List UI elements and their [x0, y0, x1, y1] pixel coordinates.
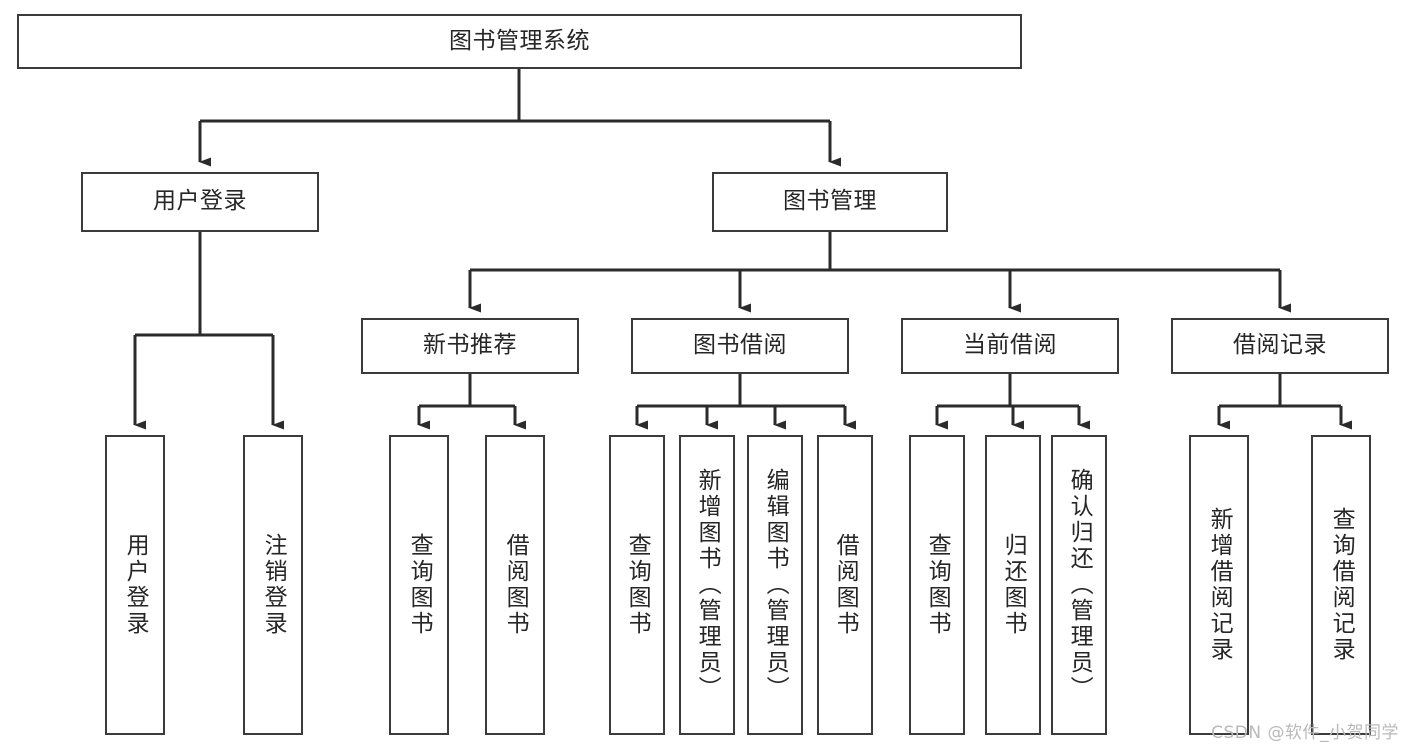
node-user-login[interactable]: 用户登录: [81, 172, 319, 232]
node-leaf-return-book-label: 归还图书: [1000, 533, 1027, 637]
node-leaf-logout[interactable]: 注销登录: [243, 435, 303, 735]
node-borrow-record-label: 借阅记录: [1233, 332, 1327, 359]
node-current-borrow[interactable]: 当前借阅: [901, 318, 1119, 374]
node-leaf-query-book-3-label: 查询图书: [924, 533, 951, 637]
node-current-borrow-label: 当前借阅: [963, 332, 1057, 359]
node-leaf-edit-book[interactable]: 编辑图书（管理员）: [747, 435, 803, 735]
node-leaf-add-book[interactable]: 新增图书（管理员）: [679, 435, 735, 735]
node-book-borrow-label: 图书借阅: [693, 332, 787, 359]
node-leaf-query-book-2[interactable]: 查询图书: [609, 435, 665, 735]
node-book-borrow[interactable]: 图书借阅: [631, 318, 849, 374]
node-leaf-borrow-book-2-label: 借阅图书: [832, 533, 859, 637]
csdn-watermark: CSDN @软件_小贺同学: [1211, 723, 1399, 743]
node-leaf-borrow-book-1-label: 借阅图书: [502, 533, 529, 637]
node-leaf-query-book-2-label: 查询图书: [624, 533, 651, 637]
node-leaf-borrow-book-1[interactable]: 借阅图书: [485, 435, 545, 735]
node-leaf-logout-label: 注销登录: [260, 533, 287, 637]
node-leaf-query-book-1[interactable]: 查询图书: [389, 435, 449, 735]
node-book-manage-label: 图书管理: [783, 188, 877, 215]
node-leaf-confirm-return[interactable]: 确认归还（管理员）: [1051, 435, 1107, 735]
node-leaf-add-record[interactable]: 新增借阅记录: [1189, 435, 1249, 735]
node-root[interactable]: 图书管理系统: [17, 14, 1022, 69]
node-new-book-rec[interactable]: 新书推荐: [361, 318, 579, 374]
node-leaf-confirm-return-label: 确认归还（管理员）: [1066, 468, 1093, 702]
node-leaf-add-book-label: 新增图书（管理员）: [694, 468, 721, 702]
node-leaf-borrow-book-2[interactable]: 借阅图书: [817, 435, 873, 735]
node-leaf-add-record-label: 新增借阅记录: [1206, 507, 1233, 663]
node-user-login-label: 用户登录: [153, 188, 247, 215]
node-leaf-return-book[interactable]: 归还图书: [985, 435, 1041, 735]
node-new-book-rec-label: 新书推荐: [423, 332, 517, 359]
node-leaf-query-record[interactable]: 查询借阅记录: [1311, 435, 1371, 735]
node-root-label: 图书管理系统: [449, 27, 590, 54]
node-leaf-user-login-label: 用户登录: [122, 533, 149, 637]
node-leaf-query-book-3[interactable]: 查询图书: [909, 435, 965, 735]
node-borrow-record[interactable]: 借阅记录: [1171, 318, 1389, 374]
node-leaf-query-book-1-label: 查询图书: [406, 533, 433, 637]
node-book-manage[interactable]: 图书管理: [712, 172, 948, 232]
node-leaf-edit-book-label: 编辑图书（管理员）: [762, 468, 789, 702]
node-leaf-query-record-label: 查询借阅记录: [1328, 507, 1355, 663]
node-leaf-user-login[interactable]: 用户登录: [105, 435, 165, 735]
